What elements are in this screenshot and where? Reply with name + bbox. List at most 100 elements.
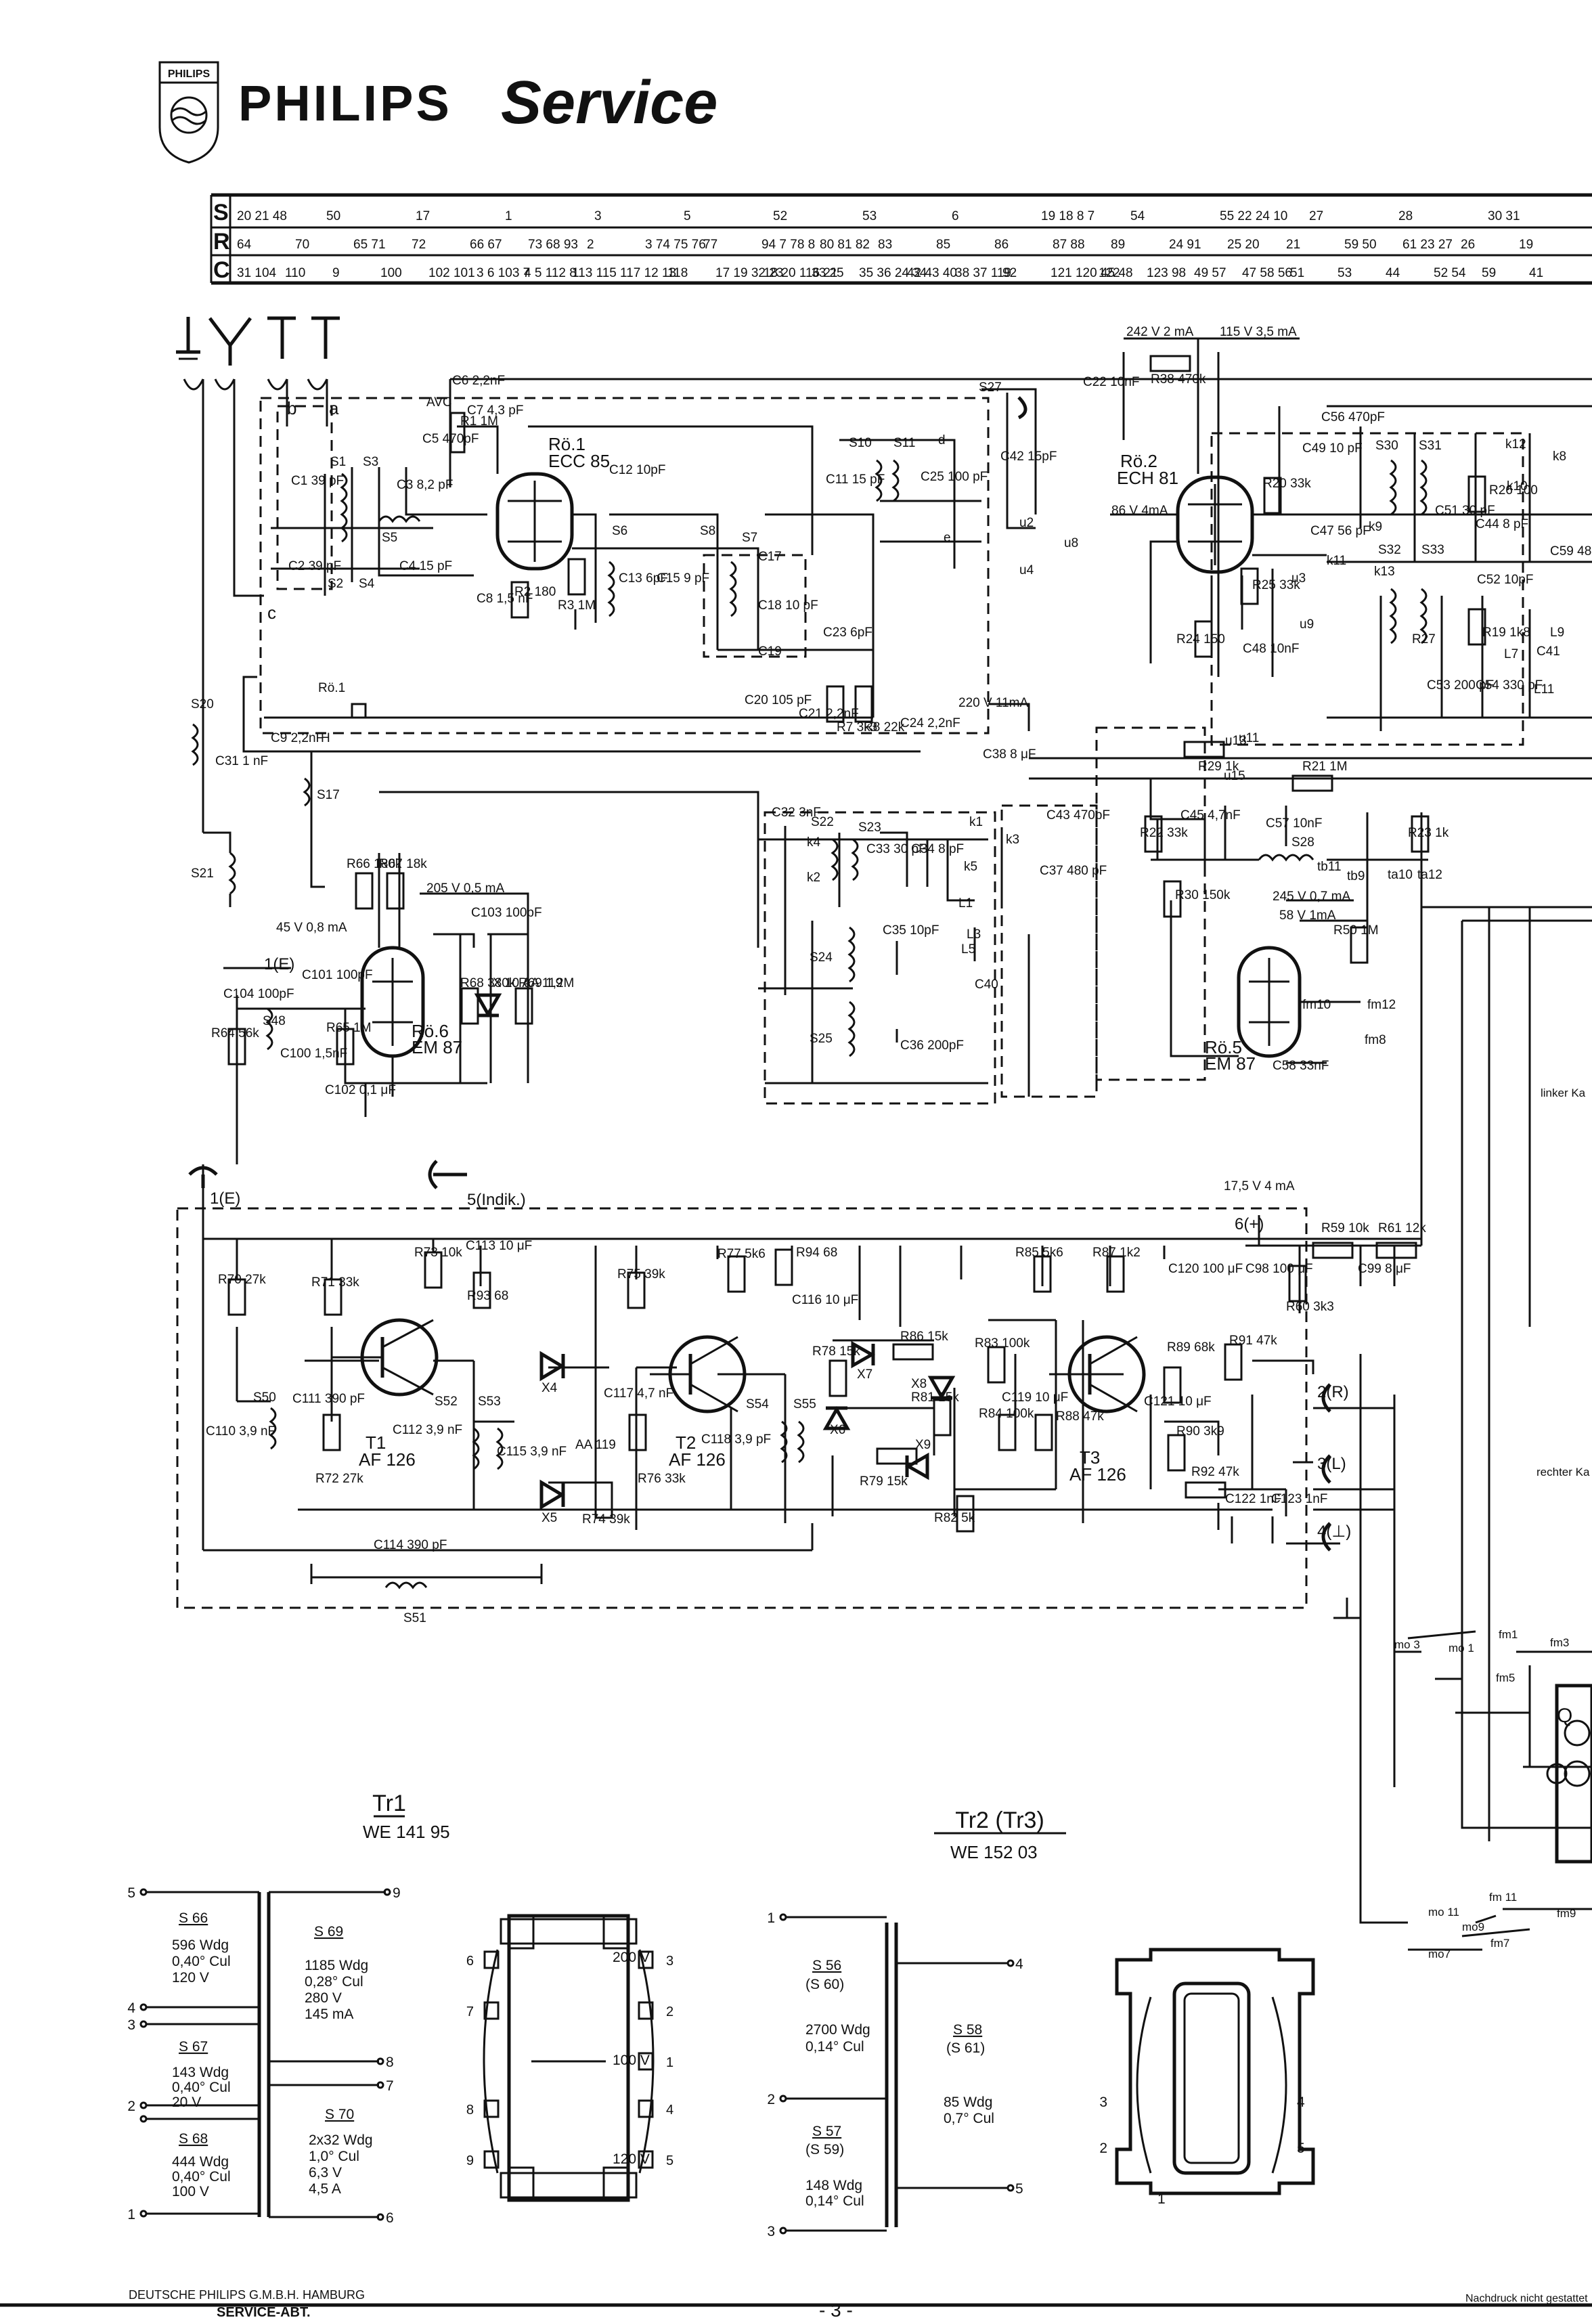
ref-cell: 61 23 27: [1402, 238, 1453, 252]
switch-label: L9: [1550, 626, 1564, 640]
s69-wdg: 1185 Wdg: [305, 1958, 368, 1973]
label-x6: X6: [830, 1423, 845, 1437]
label-c40: C40: [975, 978, 998, 992]
switch-label: d: [938, 433, 946, 447]
s57-name: S 57: [812, 2124, 841, 2139]
label-s51: S51: [403, 1611, 426, 1625]
brand-name: PHILIPS: [238, 75, 452, 131]
ref-cell: 53: [1337, 266, 1352, 280]
shield-am-coils: [764, 811, 996, 1105]
label-r79: R79 15k: [860, 1474, 908, 1489]
ref-cell: 49 57: [1194, 266, 1226, 280]
label-c58: C58 33nF: [1273, 1059, 1329, 1073]
label-s52: S52: [435, 1395, 458, 1409]
ref-cell: 41: [1529, 266, 1543, 280]
ref-cell: 27: [1309, 209, 1323, 223]
label-r26: R26 100: [1489, 483, 1538, 498]
ref-cell: 5: [684, 209, 691, 223]
resistor-body: [1183, 741, 1225, 758]
svg-text:5: 5: [1297, 2141, 1305, 2156]
tap-100v: 100 V: [613, 2053, 650, 2068]
label-s10: S10: [849, 436, 872, 450]
label-c112: C112 3,9 nF: [393, 1423, 462, 1437]
label-s50: S50: [253, 1390, 276, 1405]
t2-type: AF 126: [669, 1449, 726, 1470]
label-r75: R75 39k: [617, 1267, 665, 1281]
label-c113: C113 10 μF: [466, 1239, 532, 1253]
tr2-physical-view: 3 2 4 5 1: [1099, 1948, 1315, 2207]
label-c1: C1 39 pF: [291, 474, 344, 488]
label-r50: R50 1M: [1333, 923, 1379, 938]
ref-cell: 19: [1519, 238, 1533, 252]
label-c37: C37 480 pF: [1040, 864, 1107, 878]
ref-cell: 59 50: [1344, 238, 1377, 252]
label-r89: R89 68k: [1167, 1340, 1215, 1355]
resistor-body: [892, 1343, 934, 1361]
ref-cell: 28: [1398, 209, 1413, 223]
ref-cell: 24 91: [1169, 238, 1201, 252]
ref-cell: 38 37 119: [955, 266, 1011, 280]
s66-name: S 66: [179, 1910, 208, 1926]
label-c121: C121 10 μF: [1144, 1395, 1212, 1409]
s58-alt: (S 61): [946, 2040, 985, 2056]
ref-cell: 4 5 112 8: [524, 266, 577, 280]
tr1-pin: [638, 1950, 654, 1969]
tap-200v: 200 V: [613, 1950, 650, 1965]
s57-alt: (S 59): [805, 2142, 844, 2157]
tr1-pin: [638, 2099, 654, 2118]
s56-wire: 0,14° Cul: [805, 2039, 864, 2055]
t3-type: AF 126: [1069, 1464, 1126, 1485]
antenna-coupler-shield: [276, 405, 333, 590]
label-r78: R78 15k: [812, 1344, 860, 1359]
label-s48: S48: [263, 1014, 286, 1028]
right-label-fm9: fm9: [1557, 1907, 1576, 1920]
resistor-body: [1163, 880, 1182, 918]
label-s54: S54: [746, 1397, 769, 1411]
resistor-body: [594, 1481, 613, 1519]
label-r70: R70 27k: [218, 1273, 266, 1287]
footer-reprint: Nachdruck nicht gestattet: [1465, 2293, 1588, 2304]
s68-name: S 68: [179, 2131, 208, 2147]
tap-120v: 120 V: [613, 2151, 650, 2167]
label-c104: C104 100pF: [223, 987, 294, 1001]
right-label-rechter: rechter Ka: [1536, 1466, 1590, 1478]
label-c111: C111 390 pF: [292, 1392, 365, 1406]
label-c11: C11 15 pF: [826, 473, 885, 487]
svg-text:5: 5: [127, 1885, 135, 1901]
footer-dept: SERVICE-ABT.: [217, 2305, 311, 2320]
right-label-q: Q: [1557, 1705, 1572, 1727]
ref-cell: 54: [1130, 209, 1145, 223]
top-wiring: [202, 337, 1592, 833]
s69-cur: 145 mA: [305, 2007, 353, 2022]
ref-cell: 52 54: [1434, 266, 1466, 280]
label-r86: R86 15k: [900, 1330, 948, 1344]
resistor-body: [628, 1413, 647, 1451]
switch-label: ta12: [1417, 868, 1442, 882]
label-s55: S55: [793, 1397, 816, 1411]
switch-label: tb9: [1347, 869, 1365, 883]
resistor-body: [227, 1278, 246, 1316]
label-c12: C12 10pF: [609, 463, 665, 477]
resistor-body: [355, 872, 374, 910]
label-r29: R29 1k: [1198, 760, 1239, 774]
switch-label: k12: [1505, 437, 1526, 452]
svg-text:2: 2: [127, 2099, 135, 2114]
svg-text:2: 2: [1099, 2141, 1107, 2156]
s58-name: S 58: [953, 2022, 982, 2038]
right-label-fm7: fm7: [1490, 1937, 1509, 1950]
switch-label: ta10: [1388, 868, 1413, 882]
switch-label: Rö.1: [318, 681, 345, 695]
label-c43: C43 470pF: [1046, 808, 1110, 823]
label-r85: R85 5k6: [1015, 1246, 1063, 1260]
s66-volt: 120 V: [172, 1970, 209, 1986]
tr1-pin: [638, 2001, 654, 2020]
switch-label: k1: [969, 815, 983, 829]
s66-wire: 0,40° Cul: [172, 1954, 231, 1969]
philips-shield-icon: PHILIPS: [158, 61, 219, 164]
label-r68: R68 330k: [460, 976, 516, 990]
ref-cell: 17: [416, 209, 430, 223]
label-c20: C20 105 pF: [745, 693, 812, 707]
tr2-part: WE 152 03: [950, 1842, 1038, 1862]
tr1-pin: [483, 1950, 500, 1969]
